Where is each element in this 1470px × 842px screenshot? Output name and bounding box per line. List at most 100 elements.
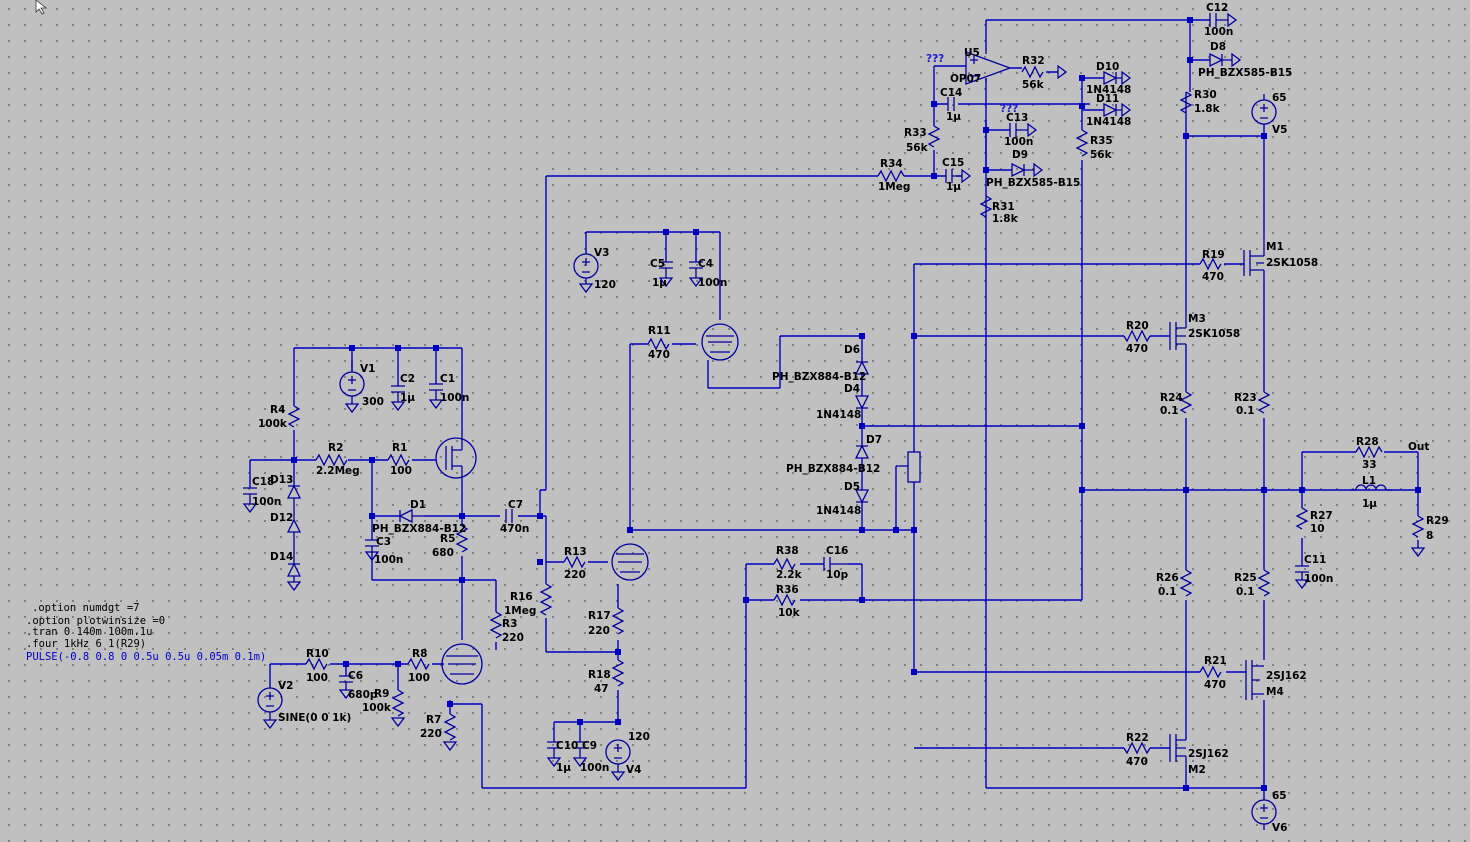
mosfet-m4 (1245, 660, 1264, 700)
directive-line: .option numdgt =7 (32, 602, 139, 614)
label: 100n (1304, 573, 1333, 585)
label: C5 (650, 258, 665, 270)
resistor-r11 (647, 337, 670, 351)
label: SINE(0 0 1k) (278, 712, 351, 724)
resistor-r3 (489, 611, 503, 639)
label: 1µ (652, 277, 667, 289)
label: V3 (594, 247, 609, 259)
resistor-r1 (387, 453, 410, 467)
label: C15 (942, 157, 964, 169)
resistor-r21 (1199, 665, 1222, 679)
label: D6 (844, 344, 860, 356)
resistor-r5 (455, 525, 469, 553)
label: 220 (564, 569, 586, 581)
capacitor-c6 (339, 675, 353, 690)
label: PH_BZX585-B15 (1198, 67, 1292, 79)
label: R13 (564, 546, 587, 558)
label: M1 (1266, 241, 1284, 253)
label: ??? (1000, 103, 1018, 115)
resistor-r30 (1179, 91, 1193, 114)
label: D12 (270, 512, 293, 524)
label: C13 (1006, 112, 1028, 124)
capacitor-c1 (429, 383, 443, 400)
label: 100 (408, 672, 430, 684)
resistor-r29 (1411, 515, 1425, 538)
label: 100 (306, 672, 328, 684)
label: C14 (940, 87, 962, 99)
source-v6 (1251, 799, 1277, 830)
label: D9 (1012, 149, 1028, 161)
label: D4 (844, 383, 860, 395)
mosfet-m2 (1169, 734, 1187, 770)
label: D10 (1096, 61, 1119, 73)
label: 0.1 (1236, 586, 1255, 598)
mosfet-m1 (1243, 236, 1265, 276)
label: C12 (1206, 2, 1228, 14)
label: R4 (270, 404, 285, 416)
diode-d6 (854, 360, 870, 375)
label: R10 (306, 648, 329, 660)
tube-3 (441, 643, 483, 685)
label: 0.1 (1158, 586, 1177, 598)
capacitor-c9 (573, 741, 587, 758)
label: 680 (432, 547, 454, 559)
label: R27 (1310, 510, 1333, 522)
diode-d1 (398, 508, 424, 524)
label: C16 (826, 545, 848, 557)
capacitor-c11 (1295, 565, 1309, 580)
label: D8 (1210, 41, 1226, 53)
label: 470 (1126, 343, 1148, 355)
label: 100n (580, 762, 609, 774)
label: 65 (1272, 92, 1287, 104)
label: R19 (1202, 249, 1225, 261)
label: 1Meg (504, 605, 536, 617)
label: 10k (778, 607, 801, 619)
resistor-r10 (305, 657, 328, 671)
label: 1µ (400, 392, 415, 404)
resistor-r8 (407, 657, 430, 671)
label: 1µ (946, 181, 961, 193)
diode-d9 (1011, 162, 1034, 178)
label: R17 (588, 610, 611, 622)
label: 0.1 (1236, 405, 1255, 417)
label: 470 (1126, 756, 1148, 768)
resistor-r19 (1199, 257, 1222, 271)
resistor-r27 (1295, 507, 1309, 530)
label: R5 (440, 533, 455, 545)
resistor-r24 (1179, 391, 1193, 414)
label: 2SJ162 (1266, 670, 1307, 682)
label: R22 (1126, 732, 1149, 744)
label: 0.1 (1160, 405, 1179, 417)
resistor-r33 (927, 125, 941, 148)
diode-d14 (286, 532, 302, 582)
label: 100k (362, 702, 392, 714)
label: 100k (258, 418, 288, 430)
label: R21 (1204, 655, 1227, 667)
label: 1.8k (1194, 103, 1221, 115)
label: V2 (278, 680, 293, 692)
label: R7 (426, 714, 441, 726)
label: OP07 (950, 73, 981, 85)
directive-line: .option plotwinsize =0 (26, 615, 165, 627)
label: R20 (1126, 320, 1149, 332)
spice-directives[interactable]: .option numdgt =7 .option plotwinsize =0… (26, 602, 266, 663)
label: 220 (588, 625, 610, 637)
label: 100n (1204, 26, 1233, 38)
label: 100n (374, 554, 403, 566)
resistor-r32 (1021, 65, 1044, 79)
label: R35 (1090, 135, 1113, 147)
label: R18 (588, 669, 611, 681)
capacitor-c4 (689, 261, 703, 278)
label: C18 (252, 476, 274, 488)
label: 100 (390, 465, 412, 477)
label: 470 (1202, 271, 1224, 283)
label: 8 (1426, 530, 1433, 542)
label: R36 (776, 584, 799, 596)
label: 100n (440, 392, 469, 404)
label: D1 (410, 499, 426, 511)
label: 56k (906, 142, 929, 154)
label: 2SK1058 (1188, 328, 1240, 340)
label: 120 (594, 279, 616, 291)
mosfet-m3 (1169, 310, 1187, 350)
